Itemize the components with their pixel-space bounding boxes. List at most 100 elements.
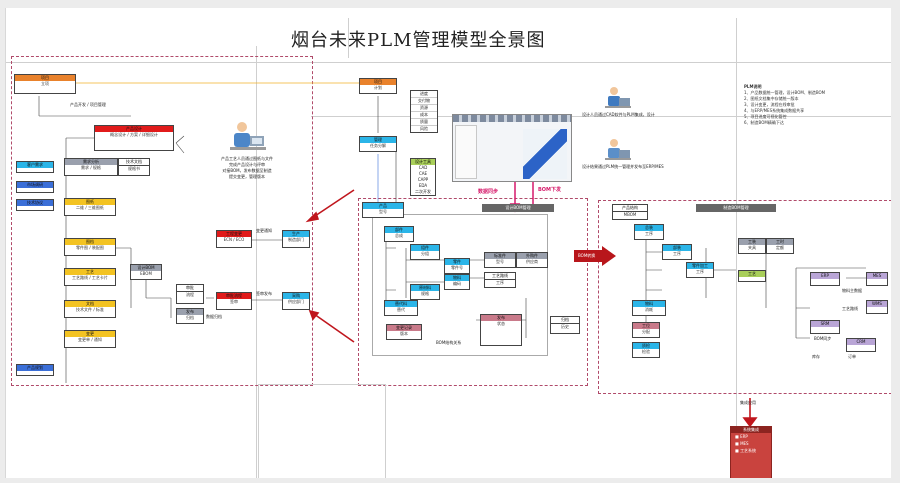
center-panel-node: 替代料 替代 — [384, 300, 418, 316]
node-body: 消耗 — [645, 307, 653, 312]
left-yellow-node: 图纸 二维 / 三维图纸 — [64, 198, 116, 216]
node-body: 历史 — [561, 324, 569, 329]
node-body: 型号 — [496, 259, 504, 264]
node-body: 工序 — [496, 280, 504, 285]
center-panel-node: 零件 零件号 — [444, 258, 470, 274]
bom-transfer-label: BOM转换 — [578, 253, 596, 258]
list-item: CAE — [418, 171, 428, 176]
guide-line — [256, 46, 257, 478]
manager-person-icon — [605, 139, 631, 160]
cad-software-screenshot — [452, 114, 572, 182]
node-header: 零件 — [445, 259, 469, 265]
left-top-node: 项目 立项 — [14, 74, 76, 94]
right-structure-node: 产品结构 MBOM — [612, 204, 648, 220]
node-header: 工程变更 — [217, 231, 251, 237]
node-header: 技术文档 — [119, 159, 149, 166]
designer-person-icon — [605, 87, 631, 108]
left-blue-node: 技术协议 — [16, 199, 54, 211]
right-panel-header: 制造BOM管理 — [696, 204, 776, 212]
center-panel-node: 标准件 型号 — [484, 252, 516, 268]
list-item: CAPP — [417, 177, 429, 182]
left-center-gray-node: 设计BOM EBOM — [130, 264, 162, 280]
left-release-node: 发布 归档 — [176, 308, 204, 324]
node-body: 检验 — [642, 349, 650, 354]
node-body: 替代 — [397, 307, 405, 312]
node-header: 市场调研 — [17, 182, 53, 188]
node-header: 采购 — [283, 293, 309, 299]
left-purchase-node: 采购 供应部门 — [282, 292, 310, 310]
left-blue-node: 市场调研 — [16, 181, 54, 193]
integration-item: ■ ERP — [735, 434, 748, 439]
node-header: 产品结构 — [613, 205, 647, 212]
list-item: EDA — [418, 183, 428, 188]
node-body: 计划 — [374, 85, 382, 90]
left-signoff-node: 审批流程 签审 — [216, 292, 252, 310]
left-yellow-node: 变更 变更单 / 通知 — [64, 330, 116, 348]
node-body: ECN / ECO — [223, 237, 245, 242]
left-change-node: 工程变更 ECN / ECO — [216, 230, 252, 248]
page-title: 烟台未来PLM管理模型全景图 — [291, 30, 546, 51]
node-header: 变更记录 — [387, 325, 421, 331]
node-header: CRM — [847, 339, 875, 345]
node-header: WMS — [867, 301, 887, 307]
center-panel-node: 物料 编码 — [444, 274, 470, 290]
node-body: EBOM — [140, 271, 152, 276]
center-tool-list: 设计工具 CAD CAE CAPP EDA 二次开发 — [410, 158, 436, 196]
node-header: 项目 — [15, 75, 75, 81]
right-side-note: 库存 — [812, 354, 820, 359]
note-line: 完成产品设计与评审 — [229, 162, 265, 167]
integration-item-label: 工艺系统 — [740, 448, 757, 453]
node-header: 产品 — [363, 203, 403, 209]
left-link-label: 数据归档 — [206, 314, 222, 319]
node-header: 审批流程 — [217, 293, 251, 299]
node-body: 规格书 — [128, 166, 140, 171]
center-manage-node: 管理 任务分解 — [359, 136, 397, 152]
node-body: 状态 — [497, 321, 505, 326]
node-body: 工序 — [673, 251, 681, 256]
node-body: 版本 — [400, 331, 408, 336]
node-header: 审批 — [177, 285, 203, 292]
left-yellow-node: 图档 零件图 / 装配图 — [64, 238, 116, 256]
right-side-note: 订单 — [848, 354, 856, 359]
legend-title: PLM说明 — [744, 84, 762, 89]
integration-header: 系统集成 — [731, 427, 771, 433]
left-top-caption: 产品开发 / 项目管理 — [70, 102, 106, 107]
node-header: 替代料 — [385, 301, 417, 307]
note-line: 提交变更，管理版本 — [229, 174, 265, 179]
left-region — [11, 56, 313, 386]
node-header: 文档 — [65, 301, 115, 307]
node-header: 工艺 — [739, 271, 765, 277]
right-system-node: WMS — [866, 300, 888, 314]
integration-box: 系统集成 ■ ERP ■ MES ■ 工艺系统 — [730, 426, 772, 478]
node-body: 制造部门 — [288, 237, 304, 242]
node-body: 零件号 — [451, 265, 463, 270]
right-side-note: 工艺路线 — [842, 306, 858, 311]
node-body: 任务分解 — [370, 143, 386, 148]
node-header: MES — [867, 273, 887, 279]
right-system-node: ERP — [810, 272, 840, 286]
toolbar-strip — [453, 115, 571, 122]
node-body: 编码 — [453, 281, 461, 286]
bom-issue-arrow-label: BOM下发 — [538, 187, 562, 193]
node-body: 二维 / 三维图纸 — [76, 205, 104, 210]
node-header: 外购件 — [517, 253, 547, 259]
legend-line: 2、图纸文档集中存储统一版本 — [744, 96, 799, 101]
node-body: 供应部门 — [288, 299, 304, 304]
right-panel-node: 工装 夹具 — [738, 238, 766, 254]
node-header: 设计工具 — [411, 159, 435, 165]
cad-model-view — [523, 129, 567, 179]
engineer-person-icon — [230, 122, 266, 150]
node-header: 物料 — [445, 275, 469, 281]
node-header: ERP — [811, 273, 839, 279]
center-panel-node: 外购件 供应商 — [516, 252, 548, 268]
node-header: 项目 — [360, 79, 396, 85]
node-header: 归档 — [551, 317, 579, 324]
center-panel-node: 组件 分组 — [410, 244, 440, 260]
node-header: SRM — [811, 321, 839, 327]
node-header: 工时 — [767, 239, 793, 245]
node-body: 总成 — [395, 233, 403, 238]
node-header: 部件 — [385, 227, 413, 233]
node-header: 需求分析 — [65, 159, 117, 165]
node-body: 需求 / 规格 — [81, 165, 101, 170]
node-header: 质检 — [633, 343, 659, 349]
